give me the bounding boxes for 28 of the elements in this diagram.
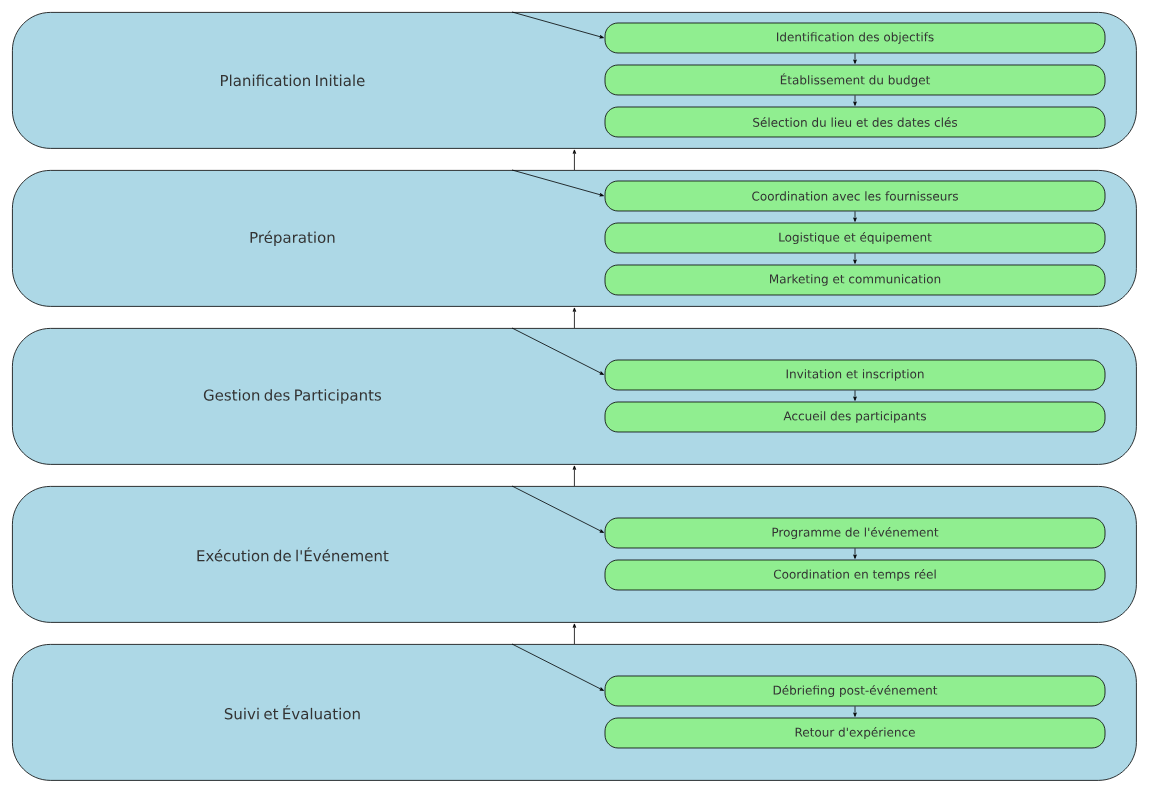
task-box: Retour d'expérience [604,717,1106,749]
task-box: Débriefing post-événement [604,675,1106,707]
arrow [853,548,857,559]
task-box: Coordination avec les fournisseurs [604,180,1106,212]
arrow [511,327,604,375]
task-box: Marketing et communication [604,264,1106,296]
arrow [572,465,577,487]
task-box: Sélection du lieu et des dates clés [604,106,1106,138]
arrow [572,623,577,645]
arrow [853,211,857,222]
arrow [853,95,857,106]
arrow [853,390,857,401]
arrow [853,253,857,264]
arrow [511,643,604,691]
task-box: Établissement du budget [604,64,1106,96]
arrow [572,149,577,171]
task-box: Accueil des participants [604,401,1106,433]
task-box: Coordination en temps réel [604,559,1106,591]
task-box: Logistique et équipement [604,222,1106,254]
arrow [572,307,577,329]
task-box: Invitation et inscription [604,359,1106,391]
arrow [511,485,604,533]
task-box: Programme de l'événement [604,517,1106,549]
arrow [511,169,604,197]
task-box: Identification des objectifs [604,22,1106,54]
arrow [853,53,857,64]
arrow [511,11,604,39]
arrow [853,706,857,717]
